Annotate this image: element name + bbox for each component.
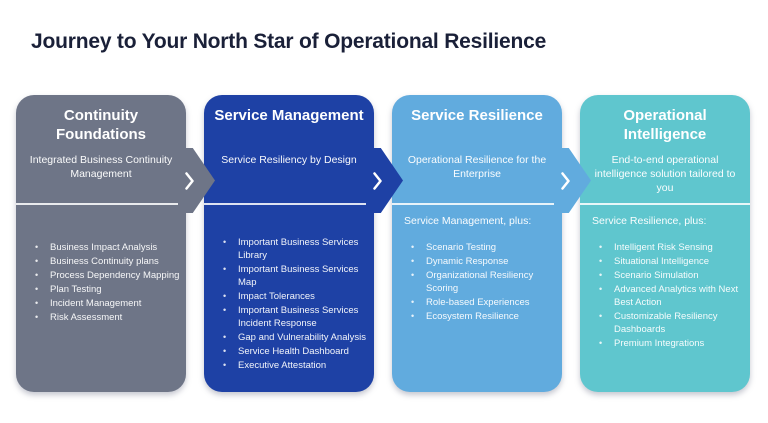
list-item: Incident Management [33,297,181,310]
plus-label: Service Management, plus: [404,215,532,227]
list-item: Important Business Services Library [221,236,369,262]
stage-tagline: Operational Resilience for the Enterpris… [407,154,547,180]
plus-label: Service Resilience, plus: [592,215,707,227]
stage-card-continuity-foundations: Continuity Foundations Integrated Busine… [16,95,186,392]
list-item: Dynamic Response [409,255,557,268]
divider [580,203,750,205]
journey-stages: Continuity Foundations Integrated Busine… [16,95,750,392]
stage-header: Continuity Foundations [56,107,146,143]
list-item: Organizational Resiliency Scoring [409,269,557,295]
list-item: Intelligent Risk Sensing [597,241,745,254]
list-item: Service Health Dashboard [221,345,369,358]
stage-header: Operational Intelligence [623,107,707,143]
stage-card-service-management: Service Management Service Resiliency by… [204,95,374,392]
list-item: Process Dependency Mapping [33,269,181,282]
stage-bullet-list: Business Impact Analysis Business Contin… [16,241,181,325]
stage-header: Service Resilience [411,107,543,124]
list-item: Ecosystem Resilience [409,310,557,323]
list-item: Scenario Simulation [597,269,745,282]
divider [16,203,186,205]
list-item: Advanced Analytics with Next Best Action [597,283,745,309]
list-item: Situational Intelligence [597,255,745,268]
list-item: Important Business Services Incident Res… [221,304,369,330]
list-item: Risk Assessment [33,311,181,324]
list-item: Plan Testing [33,283,181,296]
stage-bullet-list: Important Business Services Library Impo… [204,236,369,373]
list-item: Role-based Experiences [409,296,557,309]
list-item: Executive Attestation [221,359,369,372]
stage-tagline: Integrated Business Continuity Managemen… [29,154,173,180]
list-item: Gap and Vulnerability Analysis [221,331,369,344]
stage-card-operational-intelligence: Operational Intelligence End-to-end oper… [580,95,750,392]
divider [392,203,562,205]
list-item: Impact Tolerances [221,290,369,303]
stage-bullet-list: Scenario Testing Dynamic Response Organi… [392,241,557,324]
list-item: Business Continuity plans [33,255,181,268]
stage-tagline: Service Resiliency by Design [221,154,357,166]
page-title: Journey to Your North Star of Operationa… [31,30,547,53]
list-item: Business Impact Analysis [33,241,181,254]
stage-card-service-resilience: Service Resilience Operational Resilienc… [392,95,562,392]
list-item: Customizable Resiliency Dashboards [597,310,745,336]
stage-bullet-list: Intelligent Risk Sensing Situational Int… [580,241,745,351]
list-item: Premium Integrations [597,337,745,350]
list-item: Scenario Testing [409,241,557,254]
stage-tagline: End-to-end operational intelligence solu… [594,154,736,194]
list-item: Important Business Services Map [221,263,369,289]
divider [204,203,374,205]
stage-header: Service Management [214,107,364,124]
